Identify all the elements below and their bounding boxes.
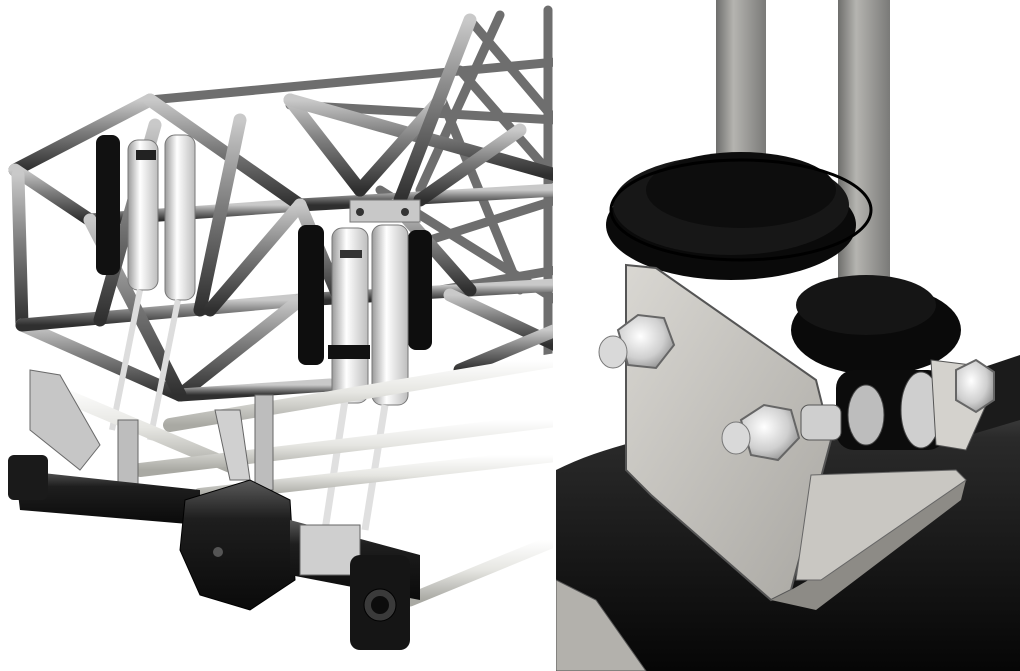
chassis-illustration xyxy=(8,5,556,650)
shock-mount-closeup-render xyxy=(556,0,1020,671)
lower-bracket-fragment xyxy=(556,579,647,671)
bolt-lower xyxy=(721,403,842,462)
front-axle xyxy=(8,455,420,650)
bolt-upper xyxy=(598,313,676,370)
shock-mount-illustration xyxy=(556,0,1020,671)
shock-eye-mount xyxy=(836,359,987,451)
rubber-bushings xyxy=(606,152,961,375)
chassis-overview-render xyxy=(8,5,556,650)
bolt-right xyxy=(955,358,995,414)
panel-divider xyxy=(553,0,557,671)
right-coilover-shock xyxy=(298,199,432,531)
left-coilover-shock xyxy=(96,134,196,441)
